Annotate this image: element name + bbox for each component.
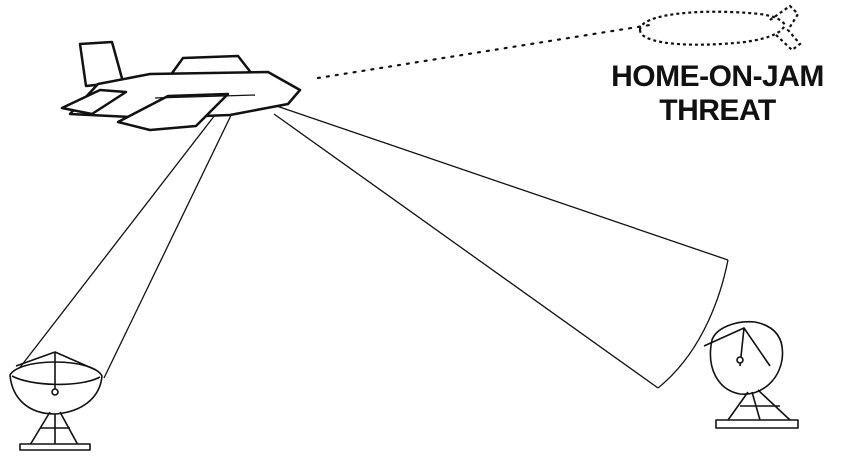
- ground-radar-dish-icon: [703, 320, 799, 429]
- jammer-aircraft-icon: [638, 4, 802, 52]
- left-radar-beam: [17, 104, 237, 379]
- threat-label: HOME-ON-JAM THREAT: [590, 60, 845, 128]
- right-radar-beam: [261, 100, 729, 389]
- ground-radar-dish-icon: [9, 351, 103, 451]
- threat-label-line1: HOME-ON-JAM: [611, 60, 824, 93]
- aircraft-icon: [60, 40, 302, 132]
- jam-signal-dotted-line: [316, 23, 652, 80]
- threat-label-line2: THREAT: [659, 94, 776, 127]
